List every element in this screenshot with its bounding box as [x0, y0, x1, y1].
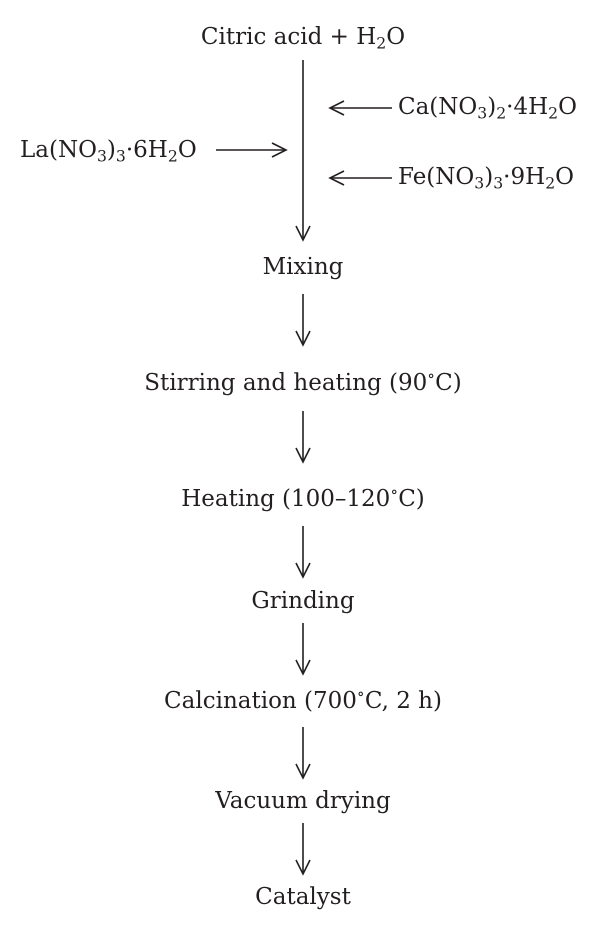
arrow-head-1: [295, 330, 311, 347]
calcination-label: Calcination (700∘C, 2 h): [164, 684, 442, 714]
iron-nitrate-label: Fe(NO3)3·9H2O: [398, 164, 574, 193]
mixing-label: Mixing: [262, 254, 344, 280]
calcium-nitrate-label: Ca(NO3)2·4H2O: [398, 94, 577, 123]
stirring-heating-label: Stirring and heating (90∘C): [144, 366, 462, 396]
heating-label: Heating (100–120∘C): [181, 482, 425, 512]
lanthanum-nitrate-label: La(NO3)3·6H2O: [20, 137, 197, 166]
arrow-head-4: [295, 659, 311, 676]
arrow-head-5: [295, 763, 311, 780]
grinding-label: Grinding: [251, 588, 355, 614]
catalyst-label: Catalyst: [255, 884, 351, 910]
main-arrow-head: [295, 225, 311, 242]
arrow-head-6: [295, 859, 311, 876]
arrow-head-2: [295, 447, 311, 464]
ca-arrow-head: [328, 100, 345, 116]
la-arrow-head: [271, 142, 288, 158]
fe-arrow-head: [328, 170, 345, 186]
arrow-head-3: [295, 562, 311, 579]
vacuum-drying-label: Vacuum drying: [215, 788, 391, 814]
citric-acid-label: Citric acid + H2O: [200, 24, 406, 53]
